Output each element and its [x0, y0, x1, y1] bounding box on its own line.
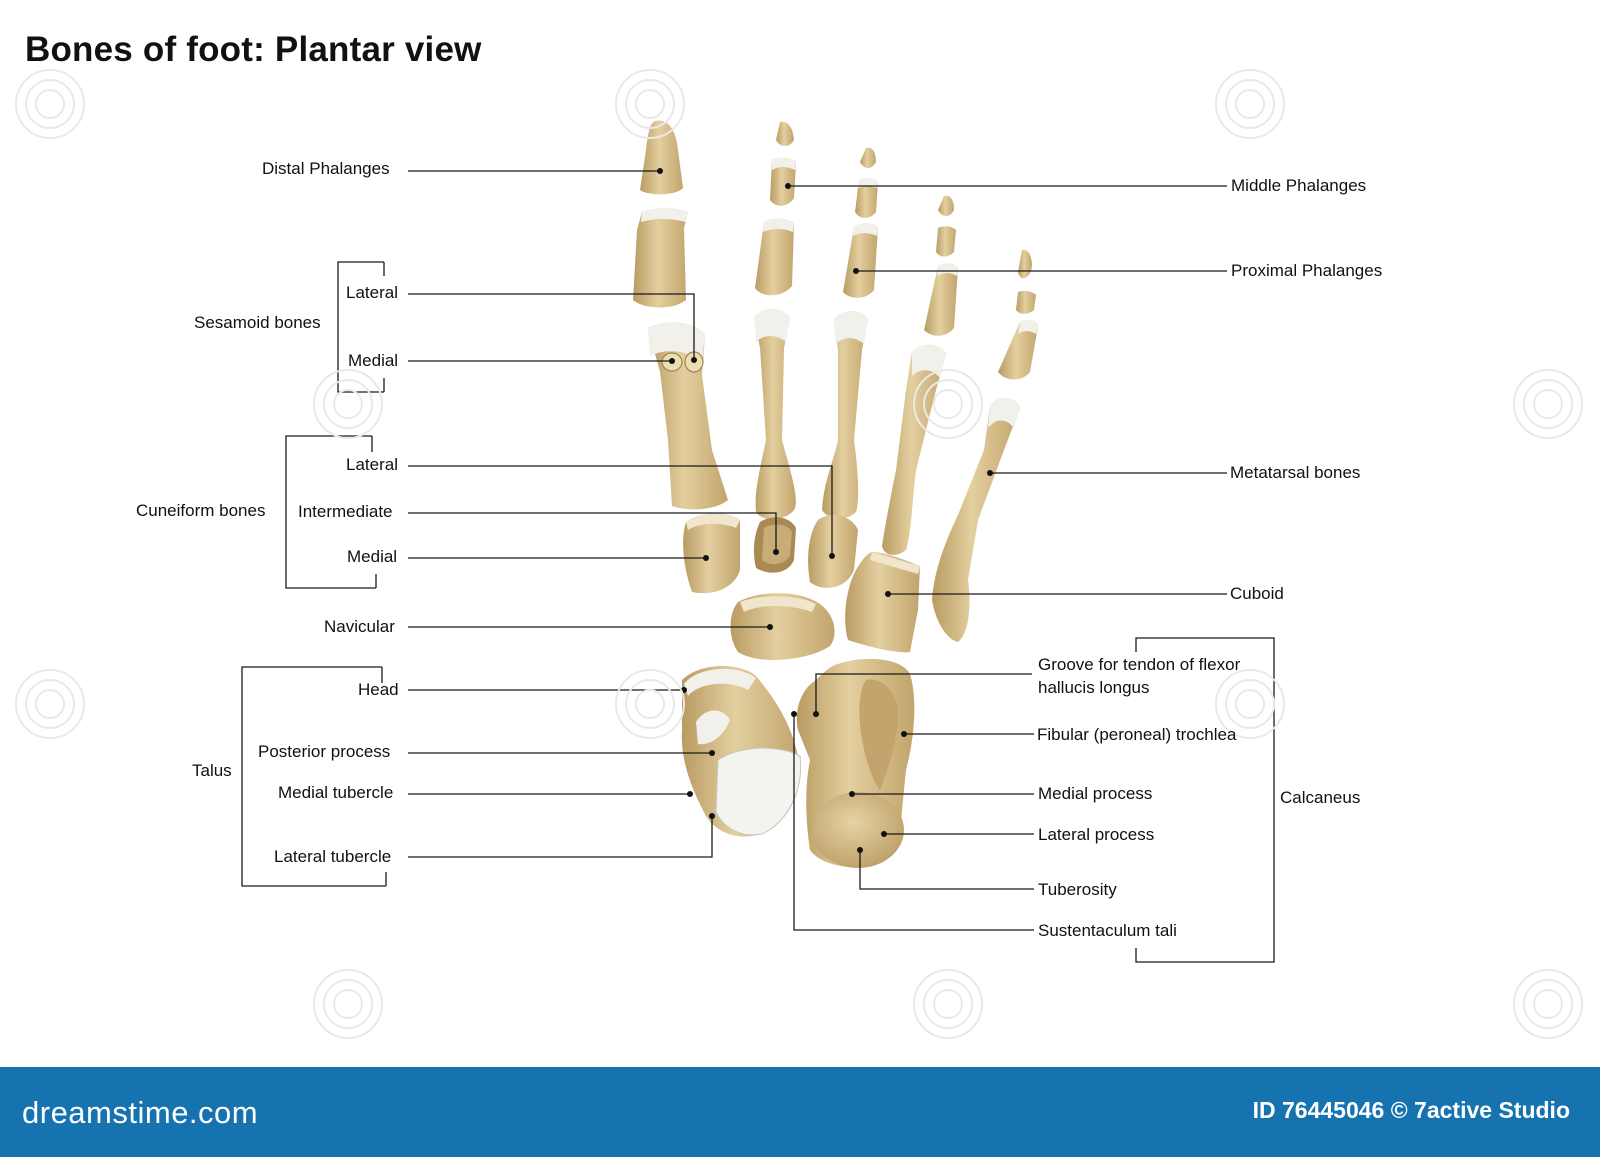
label-cuneiform-lateral: Lateral [346, 455, 398, 474]
third-metatarsal [822, 311, 868, 519]
label-calcaneus: Calcaneus [1280, 788, 1361, 807]
label-sesamoid-bones: Sesamoid bones [194, 313, 321, 332]
leader-lines [241, 170, 1275, 963]
leader-endpoints [657, 168, 993, 853]
label-sesamoid-medial: Medial [348, 351, 399, 370]
label-talus-posterior-process: Posterior process [258, 742, 391, 761]
hallux-distal-phalanx [640, 120, 683, 195]
label-groove-line2: hallucis longus [1038, 678, 1150, 697]
spiral-watermark-icon [15, 69, 1583, 1039]
navicular [730, 593, 835, 660]
label-sustentaculum-tali: Sustentaculum tali [1038, 921, 1177, 940]
medial-cuneiform [683, 513, 740, 594]
label-distal-phalanges: Distal Phalanges [262, 159, 390, 178]
second-metatarsal [754, 309, 796, 520]
talus [681, 665, 802, 837]
label-talus-medial-tubercle: Medial tubercle [278, 783, 394, 802]
calcaneus [796, 658, 915, 868]
image-credit: ID 76445046 © 7active Studio [1252, 1097, 1570, 1123]
label-talus: Talus [192, 761, 232, 780]
second-toe-phalanges [755, 121, 796, 296]
foot-bones-illustration [15, 69, 1583, 1039]
label-middle-phalanges: Middle Phalanges [1231, 176, 1367, 195]
hallux-proximal-phalanx [633, 208, 688, 308]
page-title: Bones of foot: Plantar view [25, 30, 482, 69]
label-cuboid: Cuboid [1230, 584, 1284, 603]
label-talus-head: Head [358, 680, 399, 699]
fourth-metatarsal [882, 344, 946, 555]
label-navicular: Navicular [324, 617, 395, 636]
label-medial-process: Medial process [1038, 784, 1153, 803]
intermediate-cuneiform [753, 517, 796, 573]
dreamstime-logo[interactable]: dreamstime.com [22, 1095, 259, 1130]
label-cuneiform-medial: Medial [347, 547, 398, 566]
label-sesamoid-lateral: Lateral [346, 283, 398, 302]
label-tuberosity: Tuberosity [1038, 880, 1117, 899]
label-talus-lateral-tubercle: Lateral tubercle [274, 847, 392, 866]
lateral-cuneiform [808, 515, 858, 588]
fifth-metatarsal [932, 397, 1020, 642]
fifth-toe-phalanges [998, 249, 1038, 380]
footer-banner: dreamstime.com ID 76445046 © 7active Stu… [0, 1067, 1600, 1157]
label-proximal-phalanges: Proximal Phalanges [1231, 261, 1383, 280]
fourth-toe-phalanges [924, 195, 958, 336]
cuboid [845, 552, 920, 653]
third-toe-phalanges [843, 147, 878, 298]
label-lateral-process: Lateral process [1038, 825, 1155, 844]
label-metatarsal-bones: Metatarsal bones [1230, 463, 1361, 482]
label-cuneiform-bones: Cuneiform bones [136, 501, 266, 520]
label-cuneiform-intermediate: Intermediate [298, 502, 393, 521]
label-groove-line1: Groove for tendon of flexor [1038, 655, 1241, 674]
label-fibular-trochlea: Fibular (peroneal) trochlea [1037, 725, 1237, 744]
first-metatarsal [648, 322, 728, 510]
